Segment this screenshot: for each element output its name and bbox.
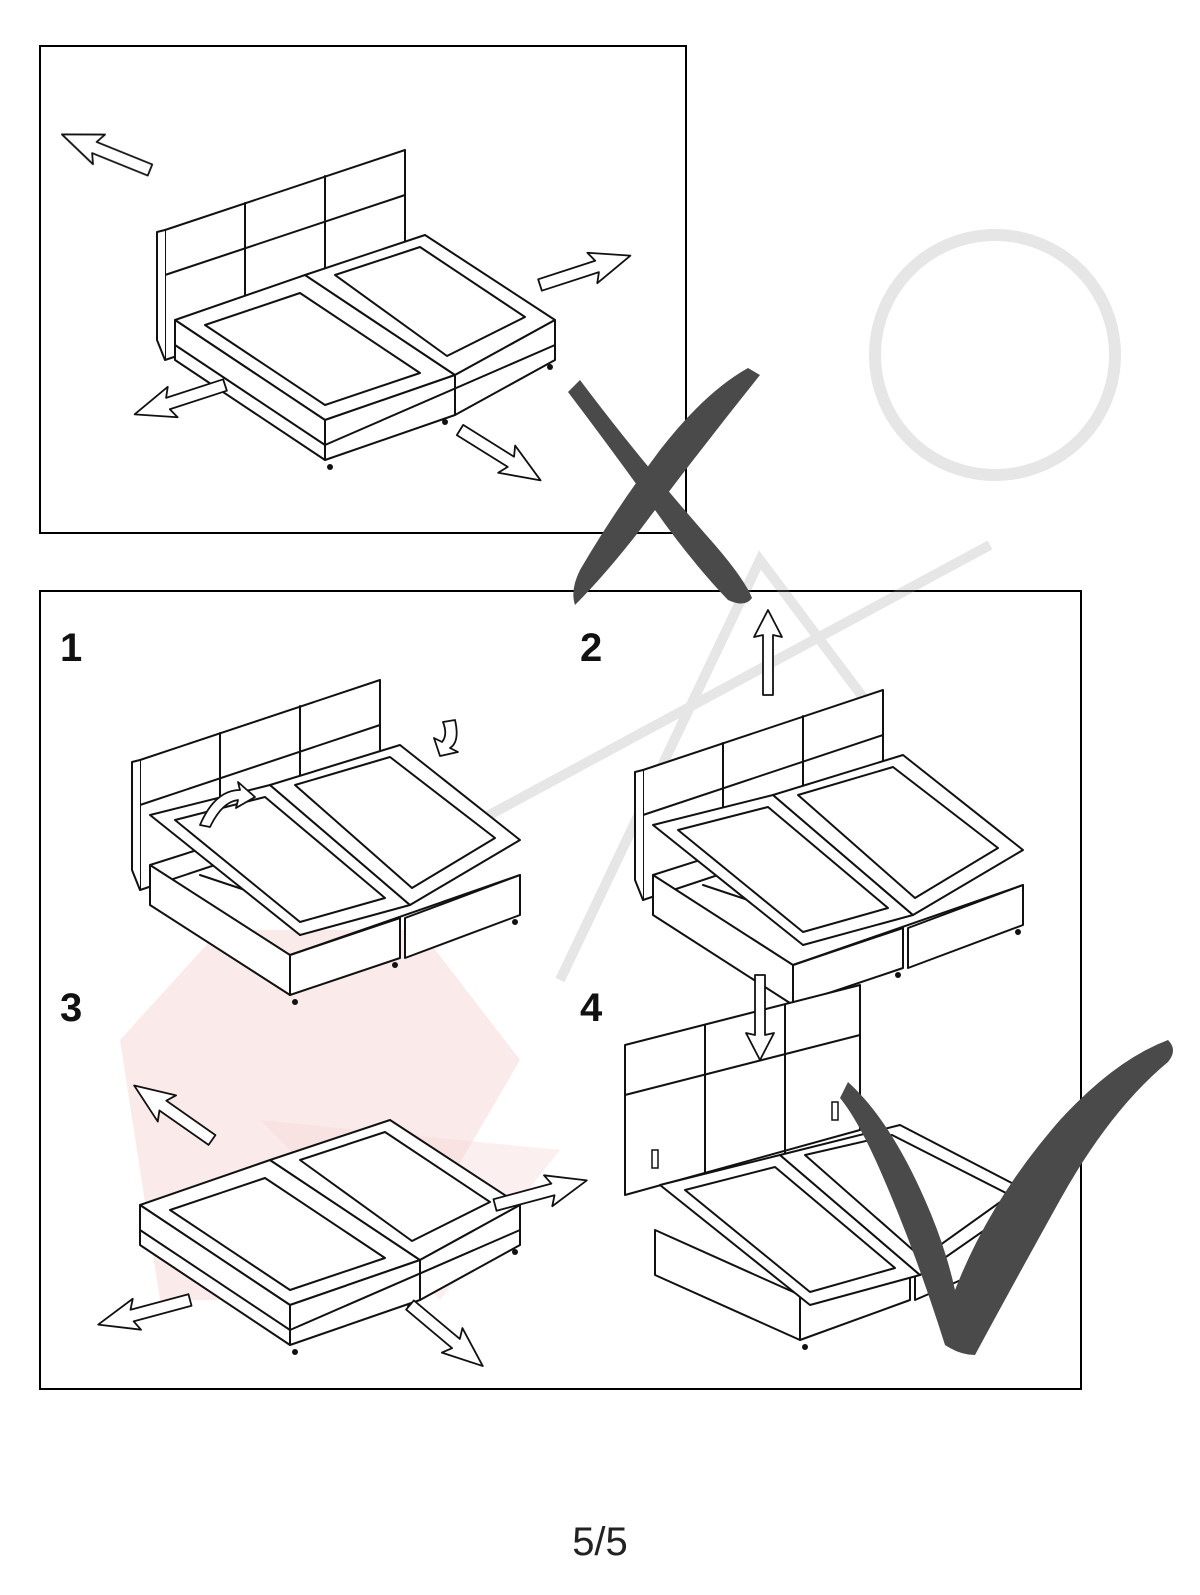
panel-correct-method [39, 590, 1082, 1390]
wrong-method-illustration [55, 118, 637, 495]
cross-icon [568, 368, 760, 605]
panel-wrong-method [39, 45, 687, 534]
step-number-2: 2 [580, 626, 603, 670]
page-number: 5/5 [572, 1520, 628, 1564]
step-number-3: 3 [60, 986, 83, 1030]
checkmark-icon [840, 1040, 1173, 1355]
step-number-1: 1 [60, 626, 83, 670]
step-2-illustration [634, 609, 1024, 1016]
step-number-4: 4 [580, 986, 603, 1030]
step-1-illustration [131, 679, 521, 1006]
